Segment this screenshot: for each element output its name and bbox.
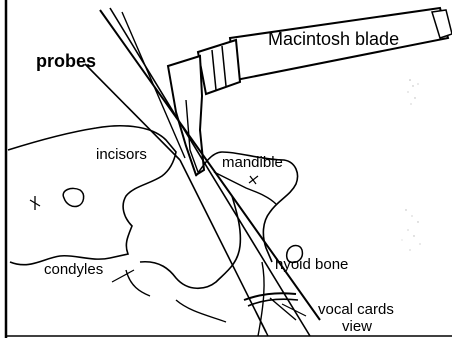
- label-hyoid-bone: hyoid bone: [275, 257, 348, 272]
- label-macintosh-blade: Macintosh blade: [268, 30, 399, 48]
- cross-mark-mandible: [249, 176, 258, 184]
- label-vocal-cords-view: view: [342, 319, 372, 334]
- label-vocal-cords: vocal cards: [318, 302, 394, 317]
- blade-connector: [198, 40, 240, 94]
- laryngoscope-blade: [168, 56, 204, 175]
- skull-foramen: [63, 188, 83, 206]
- skull-outline: [8, 126, 176, 265]
- cross-mark-left: [30, 196, 40, 210]
- pharynx-curve: [140, 196, 240, 288]
- mandible-inner: [214, 172, 276, 204]
- scan-speckles: [402, 79, 421, 250]
- label-condyles: condyles: [44, 262, 103, 277]
- label-mandible: mandible: [222, 155, 283, 170]
- label-probes: probes: [36, 52, 96, 70]
- label-incisors: incisors: [96, 147, 147, 162]
